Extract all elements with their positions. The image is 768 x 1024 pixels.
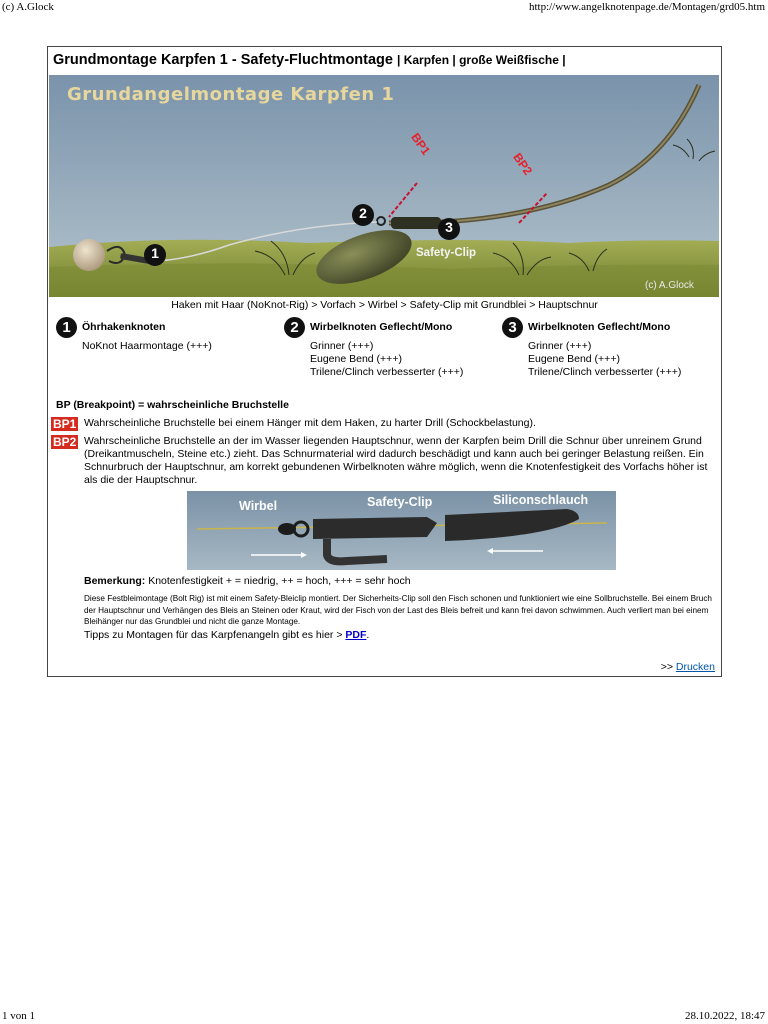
knot-3-line: Trilene/Clinch verbesserter (+++) (528, 366, 682, 378)
title-tags: | Karpfen | große Weißfische | (397, 53, 566, 67)
knot-2-title: Wirbelknoten Geflecht/Mono (310, 321, 453, 333)
image-copyright: (c) A.Glock (645, 280, 694, 291)
knot-2-lines: Grinner (+++) Eugene Bend (+++) Trilene/… (310, 340, 463, 379)
detail-label-clip: Safety-Clip (367, 495, 433, 509)
knot-3-number: 3 (502, 317, 523, 338)
remark-label: Bemerkung: (84, 575, 146, 587)
knot-2-line: Eugene Bend (+++) (310, 353, 402, 365)
tips-line: Tipps zu Montagen für das Karpfenangeln … (84, 629, 369, 641)
clip-detail-illustration: Wirbel Safety-Clip Siliconschlauch (187, 491, 616, 570)
knot-3-title: Wirbelknoten Geflecht/Mono (528, 321, 671, 333)
rig-note: Diese Festbleimontage (Bolt Rig) ist mit… (84, 594, 712, 626)
marker-1: 1 (151, 245, 159, 261)
rig-illustration: Grundangelmontage Karpfen 1 BP1 BP2 1 2 … (49, 75, 719, 297)
knot-3-lines: Grinner (+++) Eugene Bend (+++) Trilene/… (528, 340, 681, 379)
pdf-link[interactable]: PDF (345, 629, 367, 641)
bp2-tag: BP2 (51, 435, 79, 449)
knot-3-line: Eugene Bend (+++) (528, 353, 620, 365)
remark: Bemerkung: Knotenfestigkeit + = niedrig,… (84, 575, 411, 587)
marker-2: 2 (359, 205, 367, 221)
page-header-url: http://www.angelknotenpage.de/Montagen/g… (528, 1, 765, 13)
bp1-tag: BP1 (51, 417, 79, 431)
detail-label-schlauch: Siliconschlauch (493, 493, 589, 507)
bp2-text: Wahrscheinliche Bruchstelle an der im Wa… (84, 435, 708, 486)
knot-2-number: 2 (284, 317, 305, 338)
detail-label-wirbel: Wirbel (239, 499, 278, 513)
knot-1-title: Öhrhakenknoten (82, 321, 166, 333)
tips-text: Tipps zu Montagen für das Karpfenangeln … (84, 629, 343, 641)
safety-clip-label: Safety-Clip (416, 247, 477, 259)
page-footer-left: 1 von 1 (2, 1010, 35, 1022)
knot-1-line: NoKnot Haarmontage (+++) (82, 340, 212, 352)
rig-caption: Haken mit Haar (NoKnot-Rig) > Vorfach > … (171, 299, 598, 311)
bp1-text: Wahrscheinliche Bruchstelle bei einem Hä… (84, 417, 536, 429)
knot-1-number: 1 (56, 317, 77, 338)
marker-3: 3 (445, 219, 453, 235)
article-frame: Grundmontage Karpfen 1 - Safety-Fluchtmo… (47, 46, 722, 677)
title-main: Grundmontage Karpfen 1 - Safety-Fluchtmo… (53, 52, 393, 68)
page-header-left: (c) A.Glock (2, 1, 54, 13)
page-title: Grundmontage Karpfen 1 - Safety-Fluchtmo… (53, 52, 566, 68)
tips-end: . (366, 629, 370, 641)
page-footer-date: 28.10.2022, 18:47 (684, 1010, 765, 1022)
knot-2-line: Trilene/Clinch verbesserter (+++) (310, 366, 464, 378)
print-prefix: >> (660, 661, 673, 673)
knot-3-line: Grinner (+++) (528, 340, 592, 352)
print-link[interactable]: Drucken (675, 661, 715, 673)
image-title: Grundangelmontage Karpfen 1 (67, 84, 395, 105)
remark-text: Knotenfestigkeit + = niedrig, ++ = hoch,… (148, 575, 411, 587)
print-line: >> Drucken (661, 661, 715, 673)
bp-heading: BP (Breakpoint) = wahrscheinliche Bruchs… (56, 399, 289, 411)
knot-1-lines: NoKnot Haarmontage (+++) (82, 340, 212, 353)
knot-2-line: Grinner (+++) (310, 340, 374, 352)
